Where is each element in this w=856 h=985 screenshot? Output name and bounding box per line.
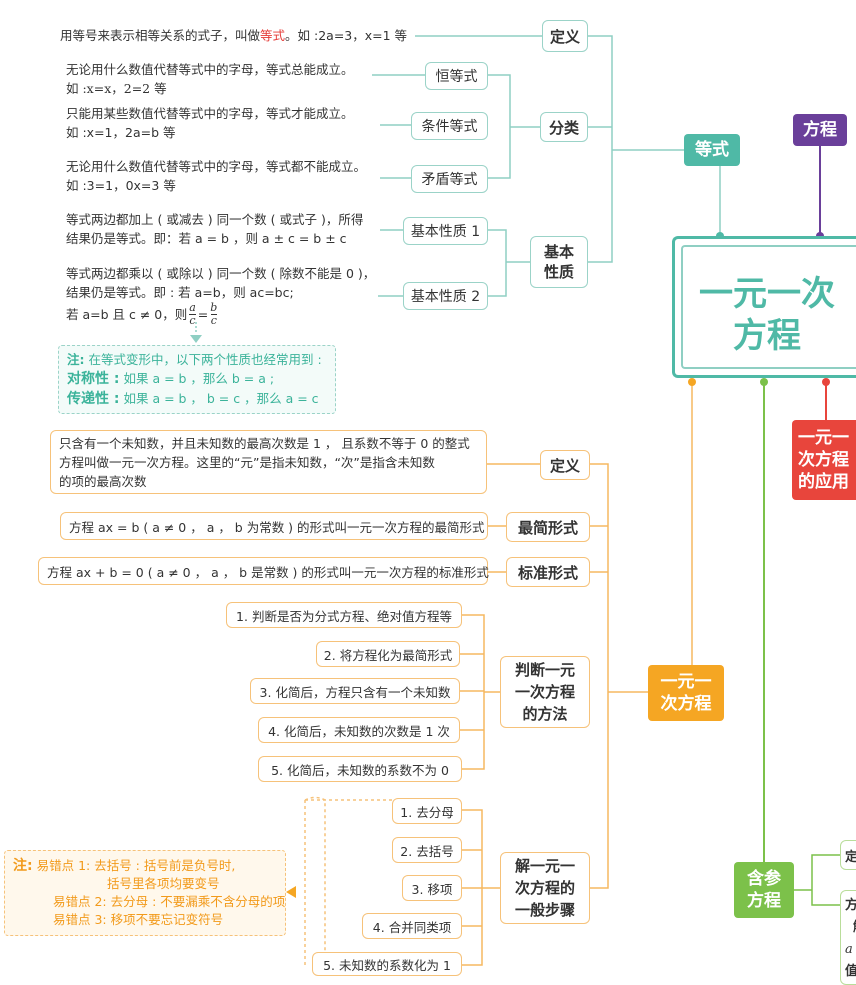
solve-item-4: 4. 合并同类项: [362, 913, 462, 939]
jibenxingzhi-label[interactable]: 基本 性质: [530, 236, 588, 288]
center-folder: 一元一次 方程: [672, 236, 856, 378]
judge-item-1: 1. 判断是否为分式方程、绝对值方程等: [226, 602, 462, 628]
standard-label[interactable]: 标准形式: [506, 557, 590, 587]
maodun-text: 无论用什么数值代替等式中的字母，等式都不能成立。 如 :3=1，0x=3 等: [66, 159, 367, 193]
prop2-label[interactable]: 基本性质 2: [403, 282, 488, 310]
simplest-label[interactable]: 最简形式: [506, 512, 590, 542]
fenlei-label[interactable]: 分类: [540, 112, 588, 142]
dengshi-note: 注: 在等式变形中，以下两个性质也经常用到 : 对称性 : 如果 a = b ，…: [58, 345, 336, 414]
node-yingyong[interactable]: 一元一 次方程 的应用: [792, 420, 856, 500]
simplest-text: 方程 ax = b ( a ≠ 0 ， a ， b 为常数 ) 的形式叫一元一次…: [60, 512, 488, 540]
dengshi-def-label[interactable]: 定义: [542, 20, 588, 52]
solve-item-2: 2. 去括号: [392, 837, 462, 863]
prop1-text: 等式两边都加上 ( 或减去 ) 同一个数 ( 或式子 )，所得 结果仍是等式。即…: [66, 212, 364, 246]
yiyuan-def-label[interactable]: 定义: [540, 450, 590, 480]
solve-item-1: 1. 去分母: [392, 798, 462, 824]
hengdengshi-label[interactable]: 恒等式: [425, 62, 488, 90]
judge-item-2: 2. 将方程化为最简形式: [316, 641, 460, 667]
node-yiyuan[interactable]: 一元一 次方程: [648, 665, 724, 721]
yiyuan-def-text: 只含有一个未知数，并且未知数的最高次数是 1 ， 且系数不等于 0 的整式 方程…: [50, 430, 487, 494]
center-title-line1: 一元一次: [699, 274, 835, 314]
yiyuan-note: 注: 易错点 1: 去括号 : 括号前是负号时, 括号里各项均要变号 易错点 2…: [4, 850, 286, 936]
node-fangcheng[interactable]: 方程: [793, 114, 847, 146]
dengshi-def-text: 用等号来表示相等关系的式子，叫做等式。如 :2a=3，x=1 等: [60, 28, 408, 43]
prop2-text: 等式两边都乘以 ( 或除以 ) 同一个数 ( 除数不能是 0 )， 结果仍是等式…: [66, 266, 376, 327]
solve-label[interactable]: 解一元一 次方程的 一般步骤: [500, 852, 590, 924]
solve-item-3: 3. 移项: [402, 875, 462, 901]
maodun-label[interactable]: 矛盾等式: [411, 165, 488, 193]
judge-item-3: 3. 化简后，方程只含有一个未知数: [250, 678, 460, 704]
node-hancan[interactable]: 含参 方程: [734, 862, 794, 918]
right-partial-ding: 定: [840, 840, 856, 870]
judge-item-5: 5. 化简后，未知数的系数不为 0: [258, 756, 462, 782]
tiaojian-text: 只能用某些数值代替等式中的字母，等式才能成立。 如 :x=1，2a=b 等: [66, 106, 354, 140]
tiaojian-label[interactable]: 条件等式: [411, 112, 488, 140]
node-dengshi[interactable]: 等式: [684, 134, 740, 166]
right-partial-fang: 方 解 a 值: [840, 890, 856, 985]
prop1-label[interactable]: 基本性质 1: [403, 217, 488, 245]
solve-item-5: 5. 未知数的系数化为 1: [312, 952, 462, 976]
hengdengshi-text: 无论用什么数值代替等式中的字母，等式总能成立。 如 :x=x，2=2 等: [66, 62, 354, 96]
judge-label[interactable]: 判断一元 一次方程 的方法: [500, 656, 590, 728]
standard-text: 方程 ax + b = 0 ( a ≠ 0 ， a ， b 是常数 ) 的形式叫…: [38, 557, 489, 585]
center-title-line2: 方程: [733, 316, 801, 356]
judge-item-4: 4. 化简后，未知数的次数是 1 次: [258, 717, 460, 743]
